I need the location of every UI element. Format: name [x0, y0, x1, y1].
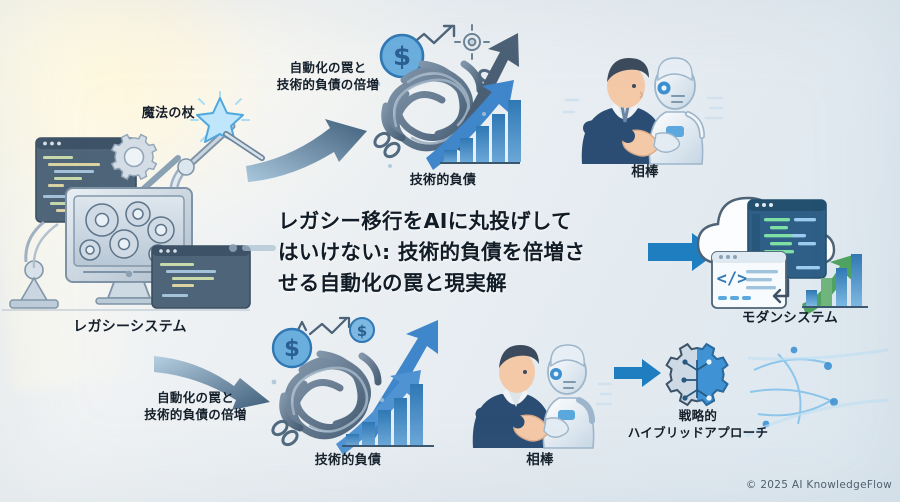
tangled-chain-icon	[279, 350, 382, 440]
label-magic-wand: 魔法の杖	[141, 106, 195, 121]
technical-debt-illustration-bottom: $ $	[262, 312, 447, 455]
bar-chart-icon	[342, 384, 434, 447]
label-hybrid-approach: 戦略的 ハイブリッドアプローチ	[627, 408, 769, 440]
tangled-chain-icon	[393, 71, 471, 145]
label-modern-system: モダンシステム	[741, 310, 839, 326]
tangled-chain-icon	[291, 366, 369, 433]
flow-arrow-icon	[244, 100, 374, 182]
label-legacy-system: レガシーシステム	[73, 319, 187, 335]
dollar-coin-icon: $	[271, 327, 313, 369]
modern-system-illustration: </>	[690, 178, 895, 315]
flow-arrow-icon	[152, 350, 282, 410]
label-buddy-bottom: 相棒	[526, 452, 554, 468]
handshake-illustration-bottom	[455, 330, 615, 449]
base-stand-icon	[9, 220, 59, 309]
gear-cluster-icon	[79, 201, 175, 264]
chain-link-icon	[271, 419, 299, 447]
circuit-icon	[685, 360, 709, 398]
page-title: レガシー移行をAIに丸投げして はいけない: 技術的負債を倍増さ せる自動化の罠…	[278, 209, 586, 296]
hybrid-gear-icon	[665, 342, 729, 407]
growth-arrow-icon	[426, 33, 519, 170]
gear-icon	[110, 133, 158, 181]
label-buddy-top: 相棒	[631, 164, 659, 180]
svg-text:$: $	[393, 42, 411, 72]
dollar-coin-icon: $	[379, 33, 425, 79]
copyright-notice: © 2025 AI KnowledgeFlow	[745, 479, 892, 491]
label-automation-trap-bottom: 自動化の罠と 技術的負債の倍増	[144, 390, 247, 422]
magic-wand-icon	[190, 91, 270, 162]
code-tag-icon: </>	[711, 251, 787, 309]
label-technical-debt-top: 技術的負債	[409, 173, 477, 188]
handshake-icon	[475, 405, 570, 442]
legacy-system-illustration	[0, 120, 255, 320]
return-arrow-icon	[772, 278, 790, 304]
gear-icon	[454, 24, 490, 60]
dashed-pointer-icon	[228, 240, 284, 256]
dollar-coin-icon: $	[349, 317, 375, 343]
handshake-illustration-top	[560, 42, 725, 165]
bar-chart-icon	[440, 100, 521, 164]
handshake-icon	[583, 119, 681, 157]
svg-text:$: $	[357, 322, 367, 340]
label-automation-trap-top: 自動化の罠と 技術的負債の倍増	[276, 60, 380, 92]
svg-text:</>: </>	[717, 269, 748, 289]
flow-arrow-icon	[614, 358, 662, 388]
bar-chart-icon	[802, 254, 868, 308]
hybrid-approach-illustration	[658, 340, 898, 450]
technical-debt-illustration-top: $	[360, 18, 521, 173]
code-window-icon	[151, 245, 251, 309]
label-technical-debt-bottom: 技術的負債	[314, 453, 382, 468]
svg-text:$: $	[284, 336, 300, 362]
